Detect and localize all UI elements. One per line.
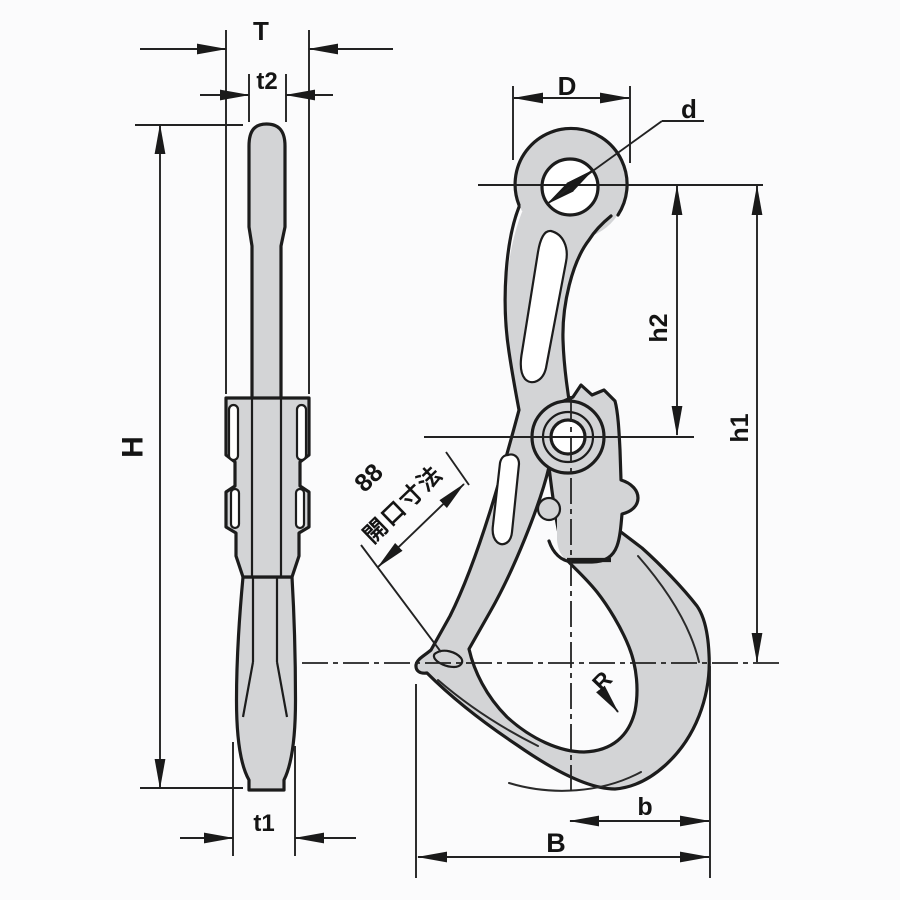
surface-highlight (637, 555, 700, 663)
hook-tip-facet (432, 649, 464, 669)
side-bar-edges (250, 399, 283, 576)
dim-label-d: d (681, 94, 697, 124)
surface-highlight (437, 679, 539, 747)
dim-label-H: H (117, 436, 150, 458)
dim-label-T: T (253, 16, 269, 46)
shank-slot (519, 229, 568, 384)
dim-label-t1: t1 (253, 810, 274, 837)
dim-label-h1: h1 (726, 413, 754, 442)
arm-slot (491, 453, 521, 546)
surface-highlight (508, 771, 642, 792)
center-lines (302, 184, 783, 795)
rivet (536, 496, 562, 522)
opening-dim-value: 88 (349, 458, 389, 498)
d-diameter-arrow (557, 169, 594, 197)
dim-label-R: R (587, 666, 618, 696)
front-view (414, 126, 711, 792)
side-inner-edges (241, 578, 289, 718)
side-view (224, 122, 311, 792)
side-latch-plates (224, 396, 311, 579)
side-hook-section (234, 575, 298, 792)
dim-label-t2: t2 (256, 68, 277, 95)
opening-dim-arrow (377, 483, 465, 568)
side-latch-slot (294, 487, 306, 530)
dim-label-h2: h2 (645, 313, 673, 342)
side-latch-slot (227, 403, 240, 462)
R-leader-line (596, 685, 619, 713)
side-latch-slot (229, 487, 241, 530)
dim-label-B: B (546, 828, 566, 858)
dim-label-b: b (637, 793, 652, 821)
side-latch-slot (295, 403, 308, 462)
extension-line (360, 451, 470, 653)
hook-opening-outline (467, 465, 639, 754)
eye-outline (513, 126, 629, 217)
dim-label-D: D (558, 71, 577, 101)
